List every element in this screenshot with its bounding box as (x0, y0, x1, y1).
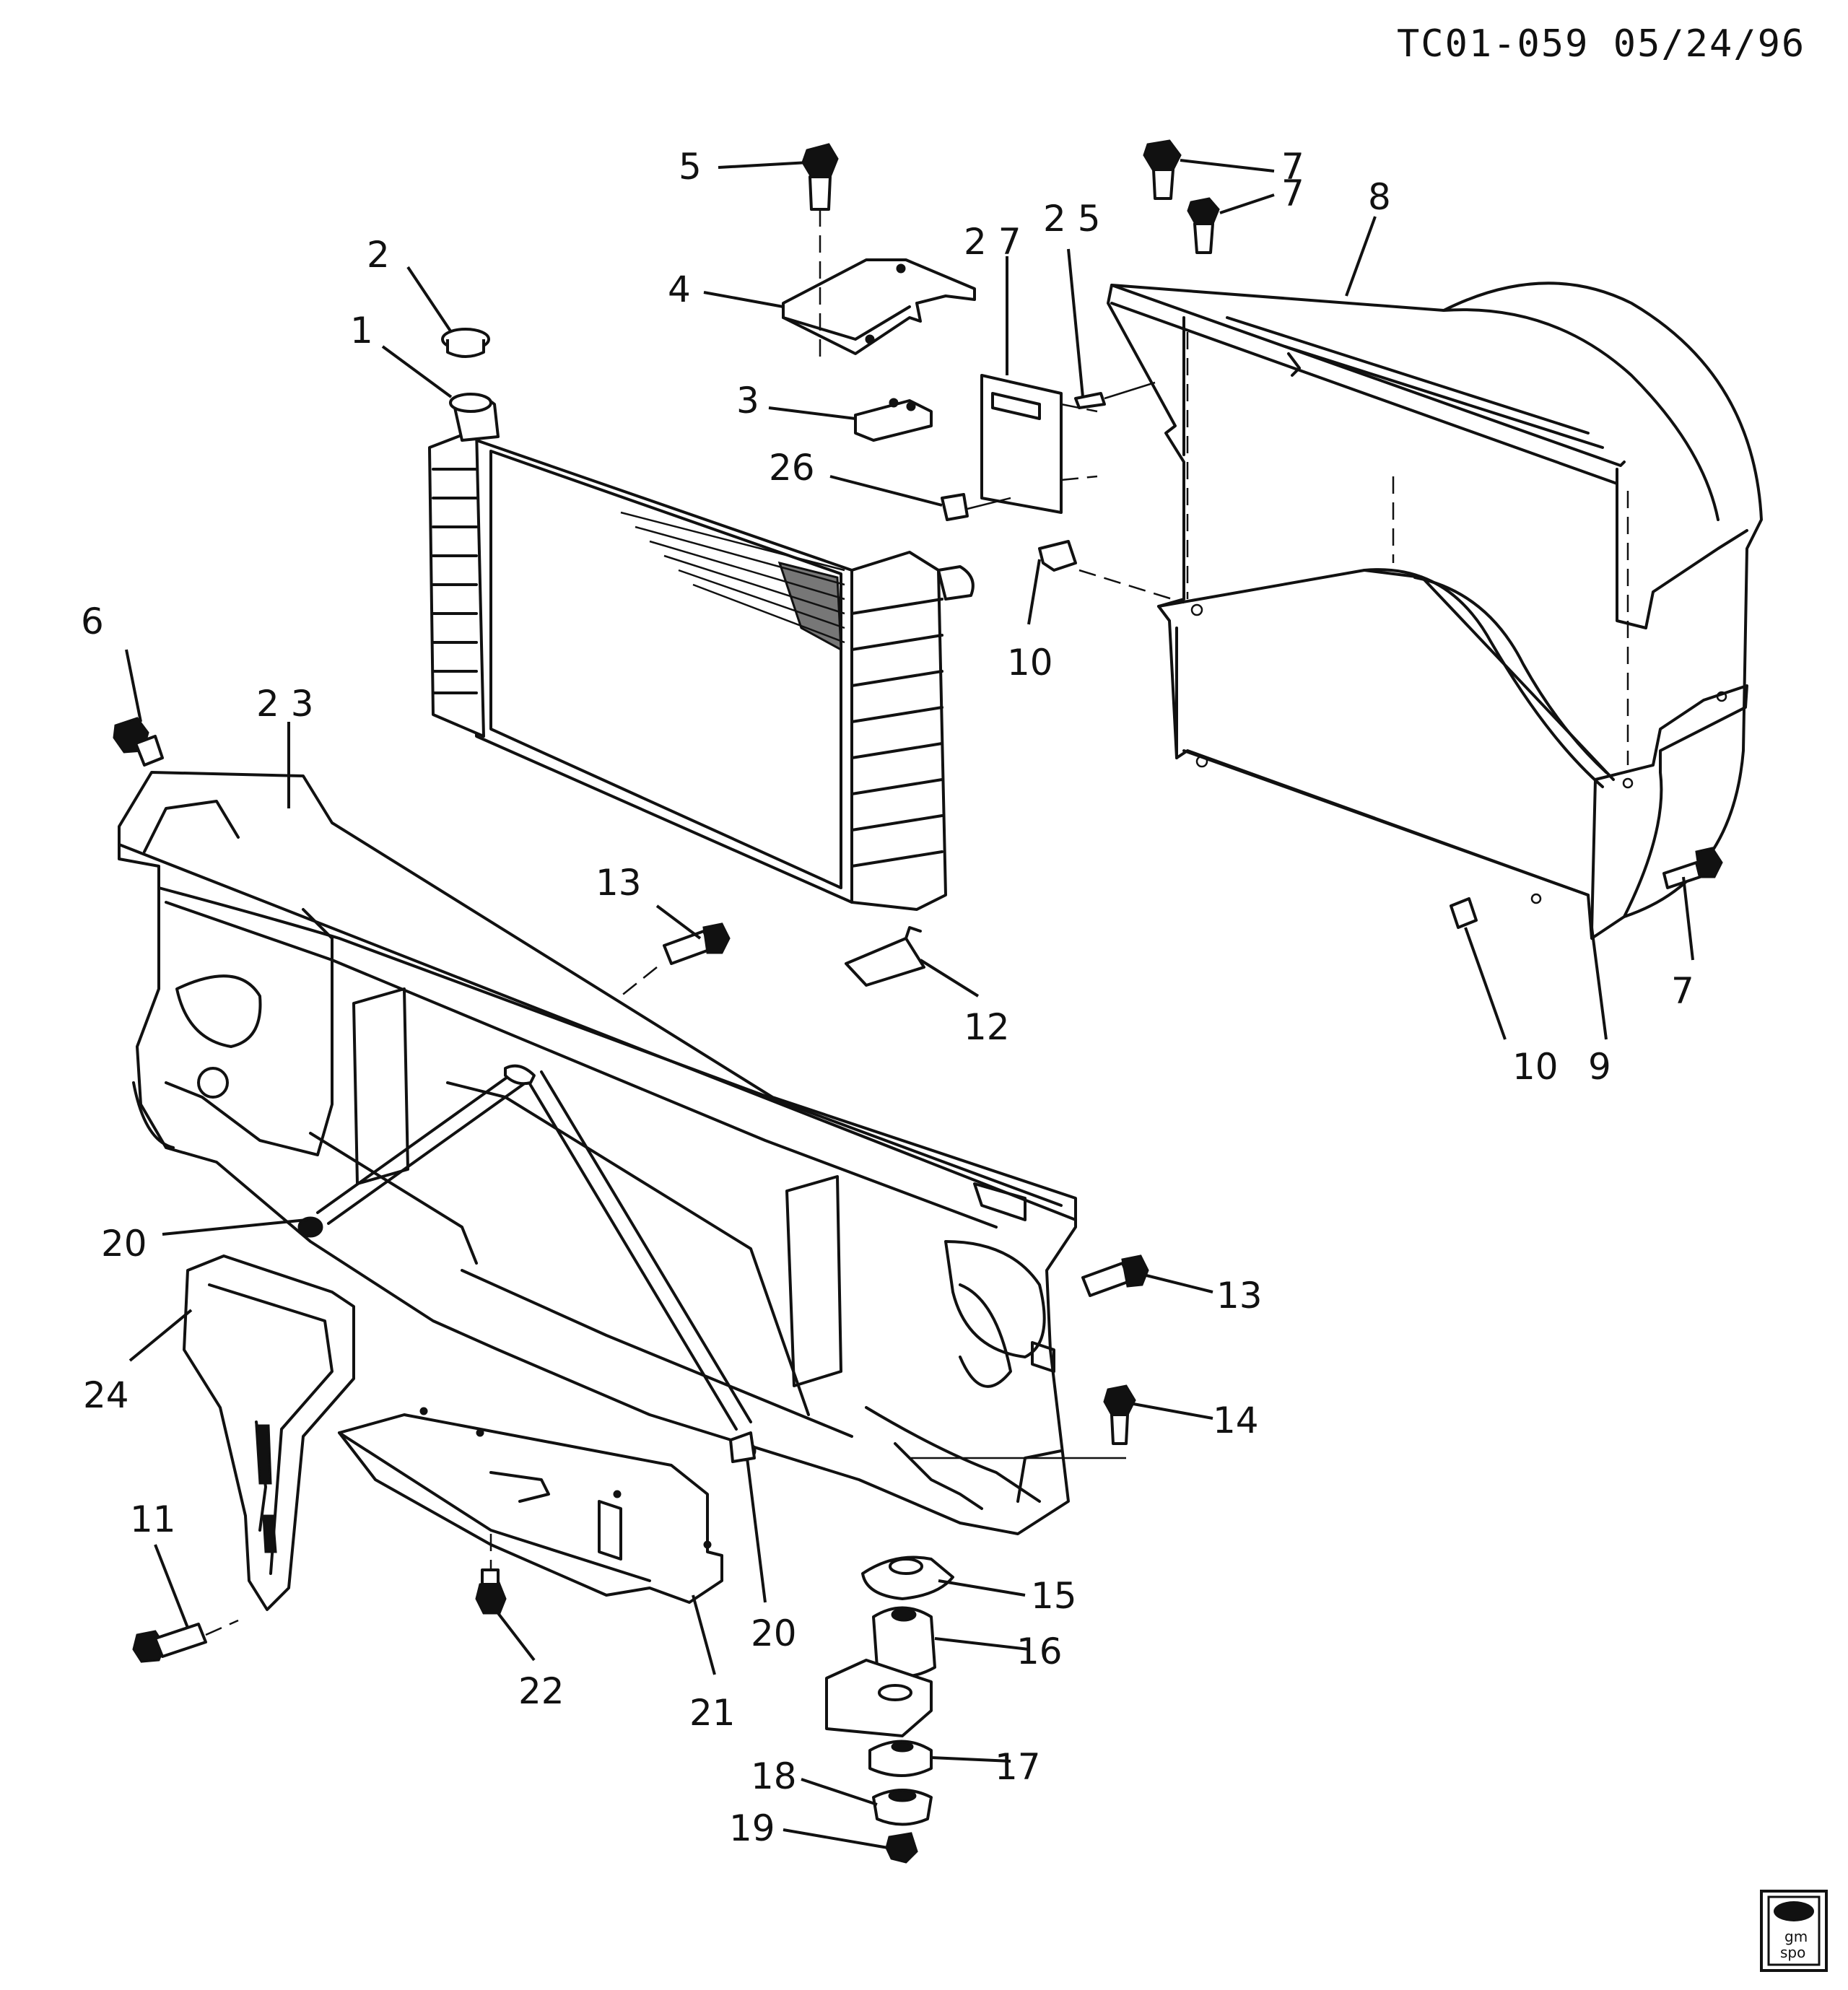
gm-spo-logo: gm spo (1760, 1890, 1828, 1972)
callout-20a: 20 (101, 1223, 147, 1265)
clip-26 (941, 493, 1011, 521)
upper-insulator-bracket (782, 258, 976, 355)
callout-11: 11 (130, 1498, 176, 1540)
nut-19 (885, 1832, 918, 1864)
baffle-21 (338, 1407, 723, 1604)
callout-20b: 20 (751, 1612, 797, 1654)
callout-3: 3 (736, 380, 759, 422)
callout-8: 8 (1368, 176, 1391, 218)
tie-rods (297, 1064, 757, 1463)
callouts: 1 2 3 4 5 6 7 7 7 8 9 10 10 11 12 13 13 … (81, 146, 1694, 1849)
callout-7c: 7 (1281, 146, 1304, 188)
callout-7b: 7 (1671, 970, 1694, 1012)
callout-16: 16 (1016, 1631, 1063, 1672)
bolt-22 (475, 1568, 507, 1615)
retainer-18 (872, 1789, 933, 1826)
bolt-5 (801, 143, 839, 361)
bracket-27 (980, 374, 1098, 514)
callout-10b: 10 (1512, 1046, 1559, 1088)
logo-gm-text: gm (1784, 1928, 1808, 1945)
bolt-13-upper (620, 922, 731, 997)
callout-21: 21 (689, 1692, 736, 1734)
upper-insulator (854, 398, 933, 442)
fan-shroud (1107, 282, 1763, 940)
bolt-7-lower (1662, 847, 1723, 889)
callout-18: 18 (751, 1755, 797, 1797)
callout-5: 5 (679, 146, 702, 188)
callout-14: 14 (1213, 1400, 1259, 1441)
retainer-25 (1074, 381, 1156, 409)
callout-24: 24 (83, 1374, 129, 1416)
callout-15: 15 (1031, 1575, 1077, 1617)
callout-22: 22 (518, 1670, 565, 1712)
drawing-code: TC01-059 05/24/96 (1397, 22, 1805, 66)
callout-25: 2 5 (1043, 198, 1101, 240)
callout-6: 6 (81, 601, 104, 642)
bolt-11 (132, 1619, 239, 1663)
bracket-24 (183, 1254, 355, 1611)
callout-10a: 10 (1007, 642, 1053, 684)
bolt-6 (113, 717, 164, 767)
cushion-17 (868, 1740, 933, 1777)
radiator-support (118, 771, 1077, 1535)
callout-9: 9 (1588, 1046, 1611, 1088)
leader-lines (125, 159, 1694, 1849)
filler-neck (449, 393, 492, 413)
nut-10-upper (1038, 540, 1185, 604)
callout-13b: 13 (1216, 1275, 1263, 1317)
bolt-7-upper (1143, 139, 1220, 254)
nut-10-lower (1450, 897, 1478, 929)
bolt-14 (911, 1384, 1136, 1459)
callout-17: 17 (995, 1746, 1041, 1788)
callout-26: 26 (769, 447, 815, 489)
callout-1: 1 (350, 310, 373, 352)
radiator-cap (441, 328, 490, 358)
frame-bracket (825, 1659, 933, 1737)
callout-23: 2 3 (256, 683, 314, 725)
callout-4: 4 (668, 269, 691, 310)
shim-15 (861, 1555, 954, 1600)
callout-27: 2 7 (964, 221, 1021, 263)
callout-19: 19 (729, 1807, 775, 1849)
callout-13a: 13 (596, 862, 642, 904)
radiator (428, 396, 975, 911)
callout-2: 2 (367, 234, 390, 276)
lower-insulator-12 (845, 926, 925, 987)
bolt-13-lower (1081, 1254, 1149, 1297)
callout-12: 12 (964, 1006, 1010, 1048)
logo-spo-text: spo (1780, 1944, 1805, 1961)
callout-7a: 7 (1281, 173, 1304, 214)
